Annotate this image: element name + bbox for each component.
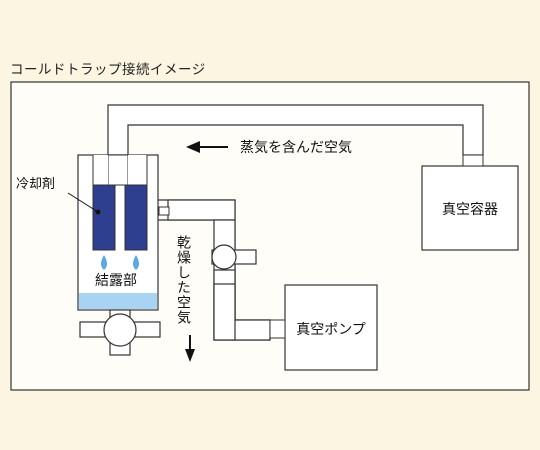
drain-valve xyxy=(103,313,137,347)
vapor-flow-label: 蒸気を含んだ空気 xyxy=(240,140,352,156)
coolant-pointer-dot xyxy=(95,209,101,215)
coolant-label: 冷却剤 xyxy=(16,176,55,192)
vacuum-pump-box xyxy=(284,284,378,371)
vapor-flow-arrow-head xyxy=(186,141,200,153)
diagram-caption: コールドトラップ接続イメージ xyxy=(10,62,206,78)
condensate-water xyxy=(79,293,157,309)
condensation-label: 結露部 xyxy=(95,273,137,289)
droplet-right xyxy=(133,255,139,270)
coolant-pointer xyxy=(67,192,99,213)
vacuum-container-label: 真空容器 xyxy=(442,201,498,218)
vacuum-container-box xyxy=(421,165,519,251)
dry-air-label: 乾燥した空気 xyxy=(175,235,191,325)
vacuum-pump-label: 真空ポンプ xyxy=(296,322,366,338)
outlet-valve xyxy=(211,244,237,270)
dry-air-arrow-head xyxy=(185,349,195,362)
droplet-left xyxy=(101,255,107,270)
